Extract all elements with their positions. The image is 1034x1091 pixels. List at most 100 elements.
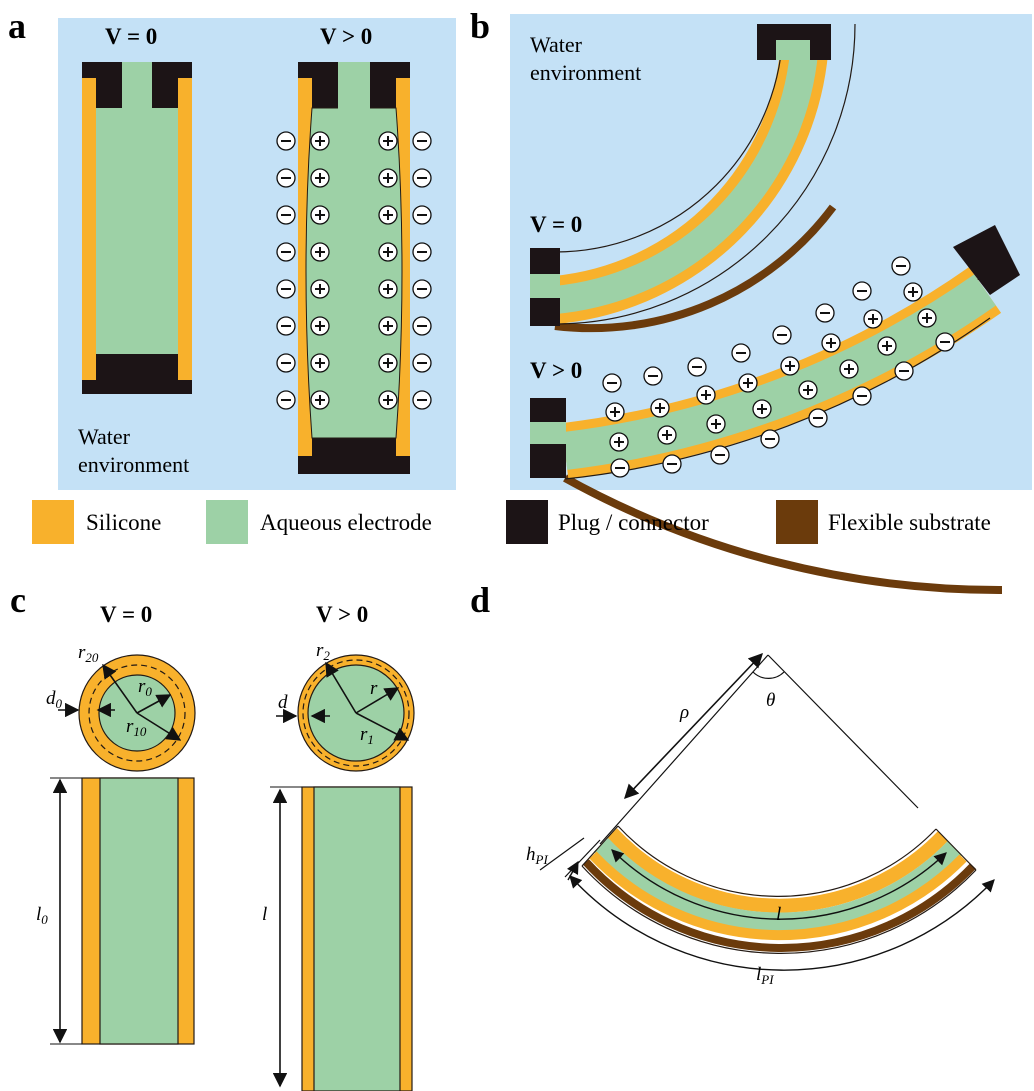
voltage-on-label-b: V > 0 xyxy=(530,358,582,383)
legend-label-electrode: Aqueous electrode xyxy=(260,510,432,535)
panel-label-c: c xyxy=(10,580,26,620)
negative-charge-icon xyxy=(276,353,296,373)
positive-charge-icon xyxy=(310,390,330,410)
positive-charge-icon xyxy=(378,353,398,373)
positive-charge-icon xyxy=(798,380,818,400)
legend-label-silicone: Silicone xyxy=(86,510,161,535)
label-r2: r2 xyxy=(316,640,330,663)
label-r0: r0 xyxy=(138,676,152,699)
positive-charge-icon xyxy=(657,425,677,445)
environment-label-a-line2: environment xyxy=(78,452,189,477)
label-l: l xyxy=(262,904,267,925)
negative-charge-icon xyxy=(412,279,432,299)
label-r20: r20 xyxy=(78,642,99,665)
curved-tube-v0-b xyxy=(530,23,856,333)
label-hPI: hPI xyxy=(526,844,548,867)
label-d0: d0 xyxy=(46,688,63,711)
panel-label-a: a xyxy=(8,6,26,46)
negative-charge-icon xyxy=(808,408,828,428)
negative-charge-icon xyxy=(276,131,296,151)
positive-charge-icon xyxy=(378,168,398,188)
negative-charge-icon xyxy=(412,316,432,336)
panel-label-b: b xyxy=(470,6,490,46)
long-section-von xyxy=(270,786,413,1091)
long-section-v0 xyxy=(50,777,195,1045)
positive-charge-icon xyxy=(917,308,937,328)
negative-charge-icon xyxy=(852,386,872,406)
voltage-off-label-b: V = 0 xyxy=(530,212,582,237)
positive-charge-icon xyxy=(310,316,330,336)
negative-charge-icon xyxy=(935,332,955,352)
legend-label-substrate: Flexible substrate xyxy=(828,510,991,535)
positive-charge-icon xyxy=(780,356,800,376)
positive-charge-icon xyxy=(609,432,629,452)
positive-charge-icon xyxy=(877,336,897,356)
voltage-off-label-c: V = 0 xyxy=(100,602,152,627)
label-r1: r1 xyxy=(360,724,374,747)
positive-charge-icon xyxy=(378,205,398,225)
positive-charge-icon xyxy=(378,131,398,151)
negative-charge-icon xyxy=(276,390,296,410)
positive-charge-icon xyxy=(839,359,859,379)
negative-charge-icon xyxy=(894,361,914,381)
charges-a xyxy=(276,131,432,410)
label-r10: r10 xyxy=(126,716,147,739)
negative-charge-icon xyxy=(610,458,630,478)
cross-section-v0 xyxy=(58,654,196,772)
negative-charge-icon xyxy=(602,373,622,393)
positive-charge-icon xyxy=(310,168,330,188)
negative-charge-icon xyxy=(687,357,707,377)
legend-swatch-electrode xyxy=(206,500,248,544)
label-d: d xyxy=(278,692,288,713)
negative-charge-icon xyxy=(772,325,792,345)
negative-charge-icon xyxy=(412,205,432,225)
environment-label-b-line1: Water xyxy=(530,32,583,57)
label-rho: ρ xyxy=(679,702,689,723)
negative-charge-icon xyxy=(891,256,911,276)
positive-charge-icon xyxy=(310,205,330,225)
positive-charge-icon xyxy=(696,385,716,405)
negative-charge-icon xyxy=(662,454,682,474)
positive-charge-icon xyxy=(863,309,883,329)
tube-von-a xyxy=(298,62,410,474)
positive-charge-icon xyxy=(605,402,625,422)
positive-charge-icon xyxy=(310,353,330,373)
positive-charge-icon xyxy=(310,131,330,151)
negative-charge-icon xyxy=(412,131,432,151)
positive-charge-icon xyxy=(310,279,330,299)
positive-charge-icon xyxy=(378,390,398,410)
negative-charge-icon xyxy=(731,343,751,363)
positive-charge-icon xyxy=(706,414,726,434)
positive-charge-icon xyxy=(378,316,398,336)
label-l0: l0 xyxy=(36,904,48,927)
positive-charge-icon xyxy=(650,398,670,418)
legend-swatch-substrate xyxy=(776,500,818,544)
positive-charge-icon xyxy=(903,282,923,302)
negative-charge-icon xyxy=(276,242,296,262)
negative-charge-icon xyxy=(760,429,780,449)
positive-charge-icon xyxy=(752,399,772,419)
environment-label-a-line1: Water xyxy=(78,424,131,449)
legend-swatch-silicone xyxy=(32,500,74,544)
positive-charge-icon xyxy=(310,242,330,262)
panel-a: a V = 0 V > 0 Water environment xyxy=(8,6,456,490)
curved-beam-d xyxy=(539,825,995,971)
voltage-on-label-c: V > 0 xyxy=(316,602,368,627)
negative-charge-icon xyxy=(412,353,432,373)
tube-v0-a xyxy=(82,62,192,394)
label-lPI: lPI xyxy=(756,964,774,987)
negative-charge-icon xyxy=(815,303,835,323)
environment-label-b-line2: environment xyxy=(530,60,641,85)
legend-label-plug: Plug / connector xyxy=(558,510,709,535)
negative-charge-icon xyxy=(412,390,432,410)
positive-charge-icon xyxy=(821,333,841,353)
negative-charge-icon xyxy=(276,205,296,225)
label-r: r xyxy=(370,678,378,699)
cross-section-von xyxy=(276,654,415,772)
negative-charge-icon xyxy=(276,316,296,336)
panel-d: d θ ρ hPI l lPI xyxy=(470,580,995,987)
panel-label-d: d xyxy=(470,580,490,620)
negative-charge-icon xyxy=(276,279,296,299)
negative-charge-icon xyxy=(276,168,296,188)
